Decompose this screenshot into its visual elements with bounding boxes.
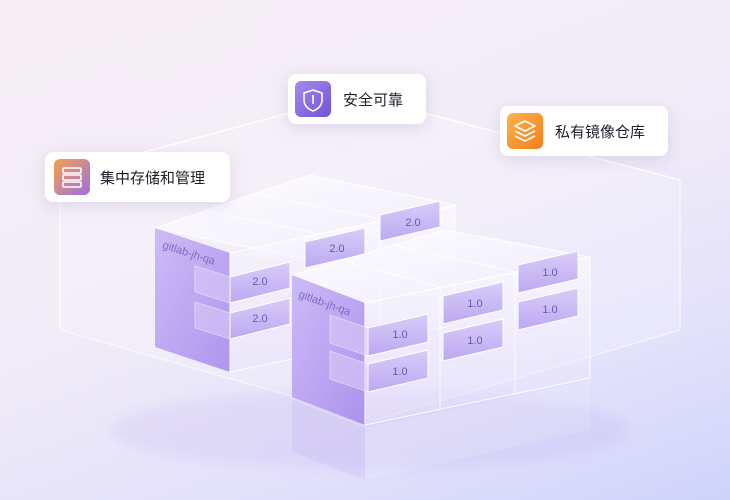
image-box: 2.0 [379, 200, 441, 242]
feature-label-security: 安全可靠 [343, 91, 403, 109]
image-box: 2.0 [194, 297, 291, 340]
image-box: 1.0 [329, 313, 429, 357]
image-version: 1.0 [392, 366, 407, 378]
feature-card-storage: 集中存储和管理 [45, 152, 230, 202]
image-version: 1.0 [467, 335, 482, 347]
image-box: 1.0 [517, 287, 579, 331]
feature-label-storage: 集中存储和管理 [100, 169, 205, 187]
image-version: 2.0 [329, 243, 344, 255]
front-repository-rack: gitlab-jh-qa 1.0 1.0 1.0 1.0 1.0 1.0 [290, 229, 591, 426]
image-box: 1.0 [442, 281, 504, 325]
feature-card-security: 安全可靠 [288, 74, 426, 124]
image-box: 1.0 [442, 318, 504, 362]
image-version: 2.0 [252, 276, 267, 288]
feature-label-registry: 私有镜像仓库 [555, 123, 645, 141]
shield-icon [303, 89, 323, 112]
image-box: 1.0 [517, 250, 579, 294]
image-version: 1.0 [542, 304, 557, 316]
image-version: 1.0 [542, 267, 557, 279]
image-box: 2.0 [194, 261, 291, 304]
floor-reflection [292, 381, 590, 480]
server-icon [62, 167, 82, 188]
feature-card-registry: 私有镜像仓库 [500, 106, 668, 156]
image-box: 1.0 [329, 349, 429, 393]
image-version: 2.0 [405, 217, 420, 229]
image-version: 2.0 [252, 313, 267, 325]
layers-icon [514, 120, 536, 142]
image-version: 1.0 [467, 298, 482, 310]
image-version: 1.0 [392, 329, 407, 341]
